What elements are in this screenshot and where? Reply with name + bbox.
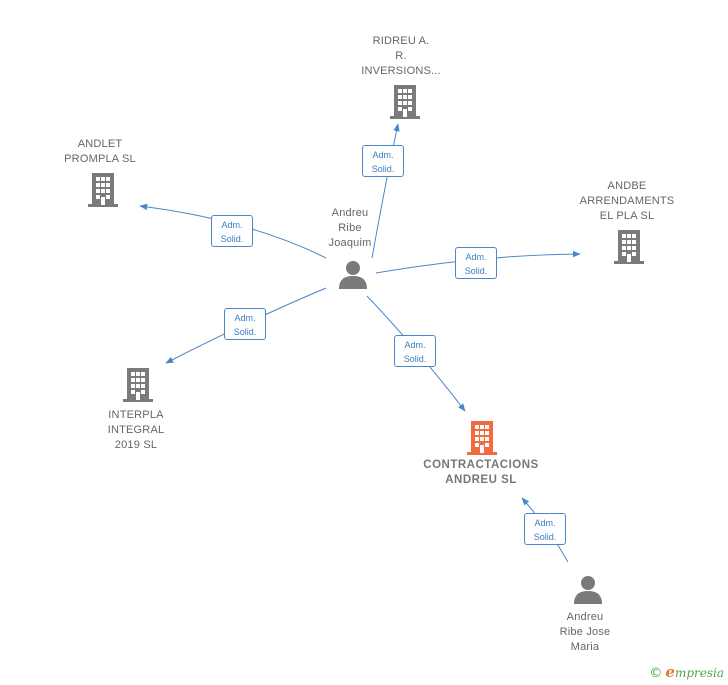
building-icon[interactable] (87, 172, 119, 208)
edge-label-andlet[interactable]: Adm.Solid. (211, 215, 253, 247)
company-label-andbe[interactable]: ANDBE ARRENDAMENTS EL PLA SL (579, 180, 675, 222)
person-label-andreu-ribe-joaquim[interactable]: Andreu Ribe Joaquim (328, 207, 372, 249)
building-icon[interactable] (389, 84, 421, 120)
edge-label-jose[interactable]: Adm.Solid. (524, 513, 566, 545)
edge-joaquim-ridreu (371, 123, 400, 259)
person-icon[interactable] (338, 259, 368, 289)
person-icon[interactable] (573, 574, 603, 604)
edge-label-ridreu[interactable]: Adm.Solid. (362, 145, 404, 177)
building-icon[interactable] (466, 420, 498, 456)
edge-label-contractacions[interactable]: Adm.Solid. (394, 335, 436, 367)
brand-logo: ©empresia (649, 663, 724, 681)
company-label-ridreu[interactable]: RIDREU A. R. INVERSIONS... (361, 35, 441, 77)
copyright-icon: © (649, 666, 663, 681)
company-label-contractacions[interactable]: CONTRACTACIONS ANDREU SL (423, 459, 539, 486)
building-icon[interactable] (613, 229, 645, 265)
company-label-interpla[interactable]: INTERPLA INTEGRAL 2019 SL (107, 409, 165, 451)
person-label-andreu-ribe-jose-maria[interactable]: Andreu Ribe Jose Maria (559, 611, 611, 653)
company-label-andlet[interactable]: ANDLET PROMPLA SL (64, 138, 136, 165)
building-icon[interactable] (122, 367, 154, 403)
edge-label-interpla[interactable]: Adm.Solid. (224, 308, 266, 340)
edge-label-andbe[interactable]: Adm.Solid. (455, 247, 497, 279)
